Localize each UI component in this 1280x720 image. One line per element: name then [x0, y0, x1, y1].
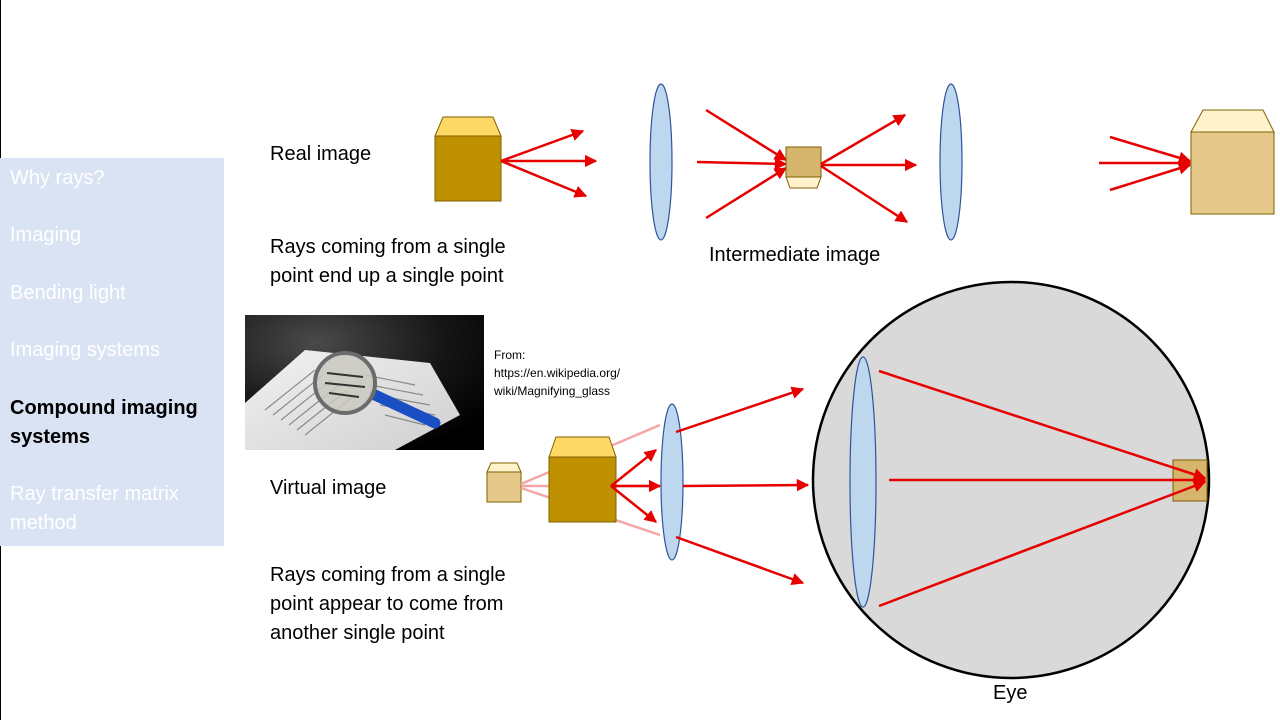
real-object-rays — [500, 128, 598, 198]
virtual-object-rays — [610, 449, 662, 523]
sidebar-item-bending-light[interactable]: Bending light — [10, 282, 126, 304]
intermediate-incoming-rays — [696, 108, 788, 220]
image-source-caption: From: https://en.wikipedia.org/ wiki/Mag… — [494, 346, 620, 400]
virtual-image-desc-line1: Rays coming from a single — [270, 564, 506, 586]
sidebar-item-imaging-systems[interactable]: Imaging systems — [10, 339, 161, 361]
magnifying-glass-photo — [245, 315, 484, 450]
sidebar-item-imaging[interactable]: Imaging — [10, 224, 82, 246]
intermediate-image-cube — [785, 146, 822, 189]
virtual-image-desc-line3: another single point — [270, 622, 445, 644]
virtual-image-cube — [486, 462, 522, 503]
real-image-title: Real image — [270, 143, 372, 165]
virtual-object-cube — [548, 436, 617, 523]
intermediate-image-label: Intermediate image — [709, 244, 881, 266]
final-image-rays — [1099, 135, 1192, 192]
sidebar-item-compound-imaging-systems[interactable]: Compound imaging systems — [10, 397, 198, 448]
real-image-desc-line2: point end up a single point — [270, 265, 504, 287]
real-object-cube — [434, 116, 502, 202]
sidebar-item-why-rays[interactable]: Why rays? — [10, 167, 105, 189]
intermediate-outgoing-rays — [820, 113, 918, 224]
source-line-3: wiki/Magnifying_glass — [494, 384, 611, 398]
virtual-image-title: Virtual image — [270, 477, 387, 499]
virtual-outgoing-rays — [675, 386, 810, 586]
sidebar-item-ray-transfer-matrix-method[interactable]: Ray transfer matrix method — [10, 483, 179, 534]
eye-rays — [878, 369, 1207, 608]
lens-1 — [649, 83, 673, 241]
final-image-cube — [1190, 109, 1275, 215]
sidebar: Why rays? Imaging Bending light Imaging … — [0, 158, 224, 546]
virtual-image-desc-line2: point appear to come from — [270, 593, 504, 615]
source-line-1: From: — [494, 348, 526, 362]
lens-3 — [660, 403, 684, 561]
eye-lens — [849, 356, 877, 608]
source-line-2: https://en.wikipedia.org/ — [494, 366, 621, 380]
real-image-desc-line1: Rays coming from a single — [270, 236, 506, 258]
eye-label: Eye — [993, 682, 1028, 704]
lens-2 — [939, 83, 963, 241]
